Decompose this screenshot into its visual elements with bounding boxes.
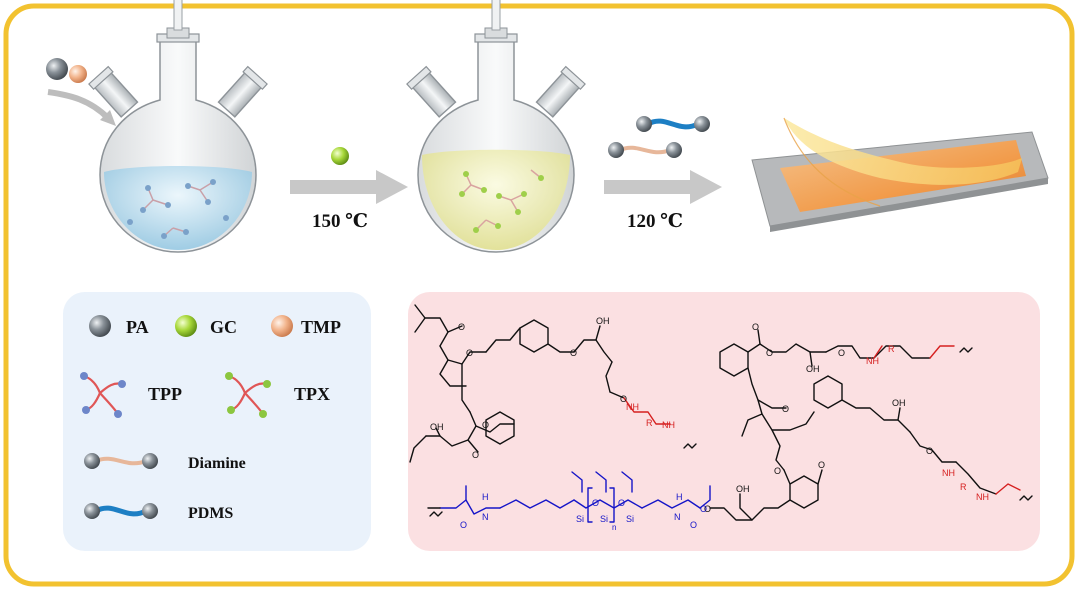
black-skeleton (409, 304, 997, 521)
svg-text:R: R (888, 344, 895, 354)
svg-text:O: O (570, 348, 577, 358)
svg-text:O: O (690, 520, 697, 530)
step-arrow-2: 120 ℃ (604, 116, 722, 232)
legend-label-diamine: Diamine (188, 455, 246, 472)
svg-text:O: O (618, 498, 625, 508)
step-2-temperature: 120 ℃ (627, 211, 683, 232)
pa-sphere (46, 58, 68, 80)
svg-text:H: H (482, 492, 489, 502)
svg-text:O: O (592, 498, 599, 508)
svg-text:O: O (620, 394, 627, 404)
feed-arrow (47, 89, 111, 121)
svg-text:O: O (460, 520, 467, 530)
svg-text:O: O (704, 504, 711, 514)
svg-text:NH: NH (866, 356, 879, 366)
legend-label-pdms: PDMS (188, 505, 233, 522)
legend-label-pa: PA (126, 317, 149, 337)
svg-text:O: O (700, 504, 707, 514)
svg-text:O: O (818, 460, 825, 470)
wavy-ends (429, 347, 1033, 517)
svg-text:OH: OH (430, 422, 444, 432)
svg-text:N: N (674, 512, 681, 522)
svg-text:R: R (646, 418, 653, 428)
svg-text:O: O (774, 466, 781, 476)
legend-label-gc: GC (210, 317, 237, 337)
tmp-sphere (69, 65, 87, 83)
svg-text:NH: NH (626, 402, 639, 412)
red-nitrogen-labels: NH R NH NH R NH R NH (626, 344, 989, 502)
repeat-brackets (587, 487, 615, 523)
svg-text:O: O (482, 420, 489, 430)
svg-text:NH: NH (662, 420, 675, 430)
svg-text:O: O (458, 322, 465, 332)
tmp-icon (271, 315, 293, 337)
svg-text:O: O (926, 446, 933, 456)
structure-panel: O O O OH O O OH O O O OH O O OH O O O OH… (408, 292, 1040, 551)
svg-text:R: R (960, 482, 967, 492)
red-linkers (623, 345, 1021, 495)
svg-text:O: O (466, 348, 473, 358)
step-1-temperature: 150 ℃ (312, 211, 368, 232)
gc-icon (175, 315, 197, 337)
svg-text:NH: NH (976, 492, 989, 502)
flask-1 (88, 0, 268, 253)
svg-text:OH: OH (736, 484, 750, 494)
svg-text:Si: Si (576, 514, 584, 524)
legend-label-tpp: TPP (148, 384, 182, 404)
svg-text:H: H (676, 492, 683, 502)
svg-text:n: n (612, 523, 616, 532)
blue-pdms-labels: O H N Si O Si n O Si H N O O (460, 492, 707, 532)
reactant-spheres (46, 58, 116, 126)
svg-text:Si: Si (626, 514, 634, 524)
polymer-film (751, 117, 1049, 232)
svg-text:OH: OH (596, 316, 610, 326)
blue-liquid (104, 166, 252, 250)
legend-panel: PA GC TMP TPP TPX Diamine PDMS (63, 292, 371, 551)
flask-2 (406, 0, 586, 253)
svg-text:NH: NH (942, 468, 955, 478)
svg-text:Si: Si (600, 514, 608, 524)
svg-text:O: O (766, 348, 773, 358)
step-arrow-1: 150 ℃ (290, 147, 408, 232)
svg-text:N: N (482, 512, 489, 522)
svg-text:O: O (472, 450, 479, 460)
pa-icon (89, 315, 111, 337)
svg-text:O: O (838, 348, 845, 358)
svg-text:O: O (752, 322, 759, 332)
yellow-liquid (422, 149, 570, 250)
legend-label-tmp: TMP (301, 317, 341, 337)
svg-text:O: O (782, 404, 789, 414)
svg-text:OH: OH (806, 364, 820, 374)
oxygen-labels: O O O OH O O OH O O O OH O O OH O O O OH… (430, 316, 933, 514)
svg-text:OH: OH (892, 398, 906, 408)
pdms-chain (439, 471, 711, 515)
gc-sphere (331, 147, 349, 165)
legend-label-tpx: TPX (294, 384, 330, 404)
